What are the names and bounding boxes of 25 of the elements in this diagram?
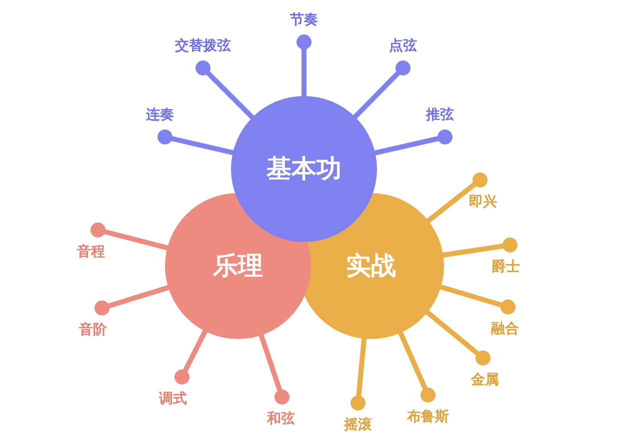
- spoke-line: [258, 332, 290, 404]
- category-title: 基本功: [266, 155, 342, 183]
- topic-label: 音程: [77, 244, 105, 260]
- topic-label: 融合: [491, 321, 519, 338]
- topic-label: 和弦: [267, 411, 295, 428]
- spoke-line: [397, 328, 436, 402]
- topic-label: 爵士: [492, 259, 520, 276]
- spoke-line: [424, 308, 490, 366]
- topic-label: 交替拨弦: [175, 38, 231, 54]
- spoke-line: [296, 34, 312, 99]
- topic-label: 布鲁斯: [407, 409, 449, 426]
- topic-label: 节奏: [290, 12, 318, 28]
- topic-label: 音阶: [79, 322, 107, 338]
- topic-label: 金属: [471, 372, 499, 388]
- category-title: 实战: [346, 252, 396, 280]
- spoke-line: [196, 60, 256, 122]
- topic-label: 连奏: [146, 106, 174, 123]
- topic-label: 调式: [159, 391, 187, 408]
- topic-label: 即兴: [469, 194, 497, 210]
- topic-label: 摇滚: [344, 417, 372, 434]
- spoke-line: [351, 60, 410, 121]
- topic-label: 点弦: [389, 38, 417, 54]
- topic-label: 推弦: [426, 106, 454, 123]
- category-title: 乐理: [213, 252, 263, 280]
- spoke-line: [424, 172, 488, 225]
